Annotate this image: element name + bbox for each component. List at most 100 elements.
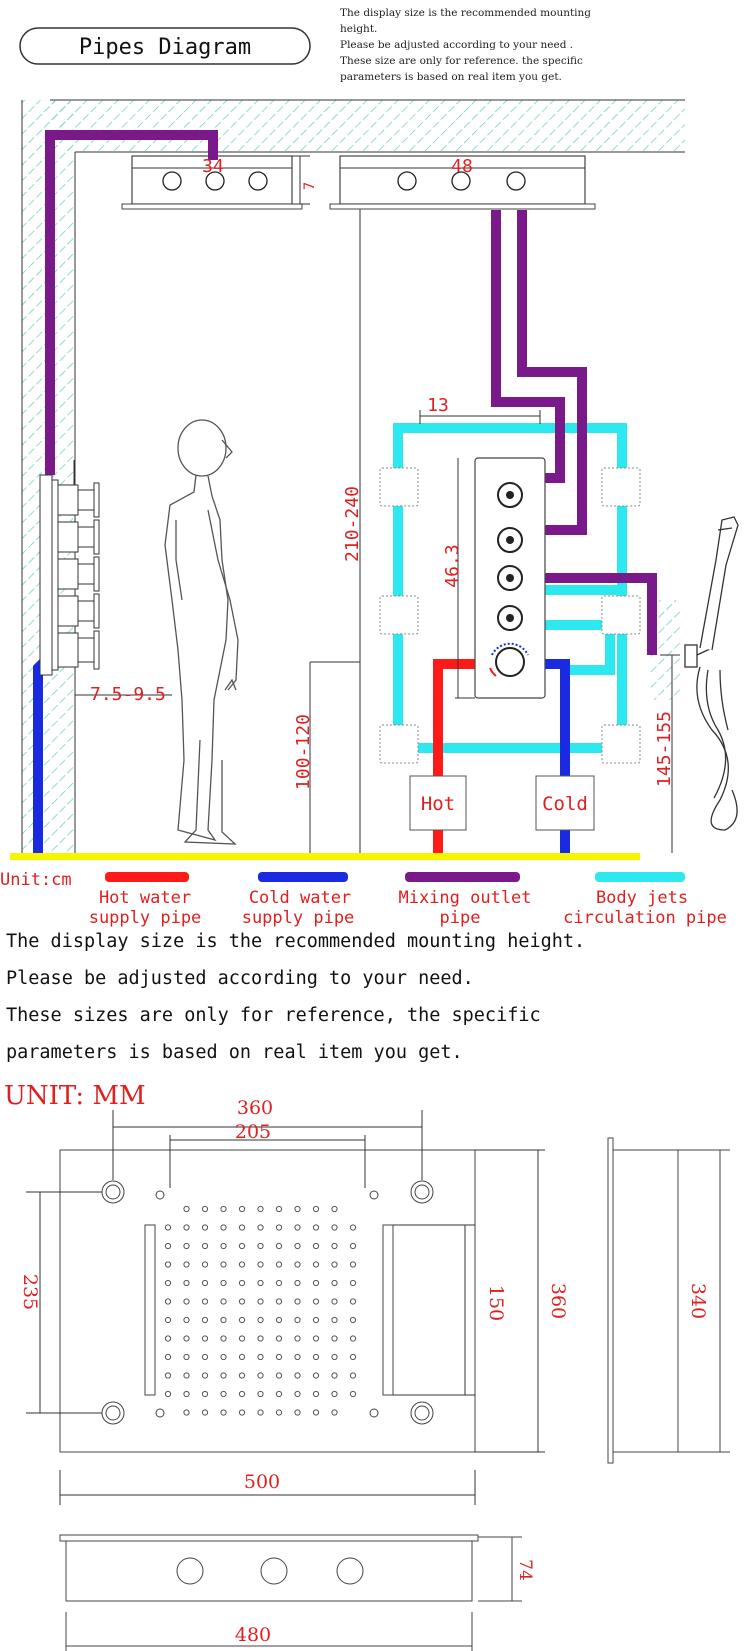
- floor-line: [10, 853, 640, 860]
- nozzle-dot: [349, 1335, 357, 1342]
- nozzle-dot: [238, 1242, 246, 1250]
- dim-mm-side-340: 340: [687, 1283, 709, 1319]
- dim-height-145-155: 145-155: [654, 711, 675, 787]
- nozzle-dot: [331, 1205, 338, 1213]
- nozzle-dot: [201, 1353, 209, 1361]
- nozzle-dot: [164, 1261, 172, 1268]
- nozzle-dot: [349, 1242, 357, 1250]
- nozzle-dot: [257, 1205, 264, 1213]
- nozzle-dot: [238, 1390, 246, 1398]
- nozzle-dot: [312, 1242, 320, 1250]
- dim-mm-lower-480: 480: [235, 1624, 271, 1646]
- nozzle-dot: [312, 1353, 320, 1361]
- dim-panel-small-height: 7: [302, 182, 318, 190]
- thermostat-knob-icon: [495, 647, 525, 677]
- human-figure-icon: [164, 419, 239, 845]
- legend-swatch-cold: [258, 872, 348, 882]
- nozzle-dot: [183, 1261, 190, 1268]
- nozzle-dot: [183, 1316, 190, 1324]
- nozzle-dot: [312, 1279, 320, 1287]
- nozzle-dot: [349, 1316, 357, 1324]
- body-jet-2: [379, 595, 419, 635]
- dim-height-100-120: 100-120: [293, 714, 314, 790]
- notice-line-1: The display size is the recommended moun…: [6, 931, 585, 952]
- nozzle-dot: [201, 1316, 209, 1324]
- nozzle-dot: [257, 1279, 264, 1287]
- nozzle-dot: [257, 1409, 264, 1416]
- legend-swatch-mixing: [405, 872, 520, 882]
- dim-mm-right-360: 360: [547, 1283, 569, 1319]
- nozzle-dot: [294, 1390, 301, 1398]
- legend-mixing-line-2: pipe: [440, 908, 481, 928]
- header-note-line-2: height.: [340, 23, 377, 35]
- body-jet-5: [601, 595, 641, 635]
- title-pill: [19, 27, 311, 65]
- unit-mm-label: UNIT: MM: [4, 1081, 146, 1111]
- nozzle-dot: [275, 1409, 283, 1416]
- nozzle-dot: [294, 1224, 301, 1231]
- nozzle-dot: [238, 1298, 246, 1305]
- nozzle-dot: [275, 1335, 283, 1342]
- header: Pipes Diagram The display size is the re…: [19, 7, 591, 83]
- nozzle-dot: [312, 1390, 320, 1398]
- nozzle-dot: [220, 1390, 227, 1398]
- nozzle-dot: [164, 1242, 172, 1250]
- body-jet-group: [379, 467, 641, 764]
- nozzle-dot: [220, 1353, 227, 1361]
- notice-line-2: Please be adjusted according to your nee…: [6, 968, 474, 989]
- nozzle-dot: [183, 1390, 190, 1398]
- nozzle-dot: [294, 1409, 301, 1416]
- nozzle-dot: [331, 1372, 338, 1379]
- header-note-line-3: Please be adjusted according to your nee…: [340, 39, 573, 51]
- nozzle-dot: [164, 1298, 172, 1305]
- nozzle-dot: [275, 1316, 283, 1324]
- nozzle-dot: [275, 1205, 283, 1213]
- legend-hot-line-2: supply pipe: [89, 908, 202, 928]
- nozzle-dot: [349, 1298, 357, 1305]
- nozzle-dot: [331, 1298, 338, 1305]
- shower-head-top-view: [59, 1149, 476, 1453]
- nozzle-dot: [312, 1316, 320, 1324]
- ceiling-hatch: [50, 100, 685, 152]
- nozzle-dot: [164, 1279, 172, 1287]
- nozzle-dot: [331, 1279, 338, 1287]
- nozzle-dot: [238, 1205, 246, 1213]
- shower-head-side-view: [607, 1137, 730, 1464]
- nozzle-dot: [183, 1279, 190, 1287]
- nozzle-dot: [238, 1372, 246, 1379]
- nozzle-dot: [257, 1372, 264, 1379]
- dimension-lines-mm: [26, 1110, 545, 1505]
- dim-mm-left-235: 235: [19, 1274, 41, 1310]
- nozzle-dot: [349, 1372, 357, 1379]
- cold-label: Cold: [542, 793, 588, 815]
- nozzle-dot: [312, 1261, 320, 1268]
- dim-height-46-3: 46.3: [442, 544, 463, 587]
- body-jet-1: [379, 467, 419, 507]
- nozzle-dot: [294, 1353, 301, 1361]
- nozzle-dot: [294, 1372, 301, 1379]
- nozzle-dot: [183, 1298, 190, 1305]
- nozzle-dot: [275, 1242, 283, 1250]
- nozzle-dot: [183, 1353, 190, 1361]
- nozzle-dot: [164, 1390, 172, 1398]
- nozzle-dot: [220, 1205, 227, 1213]
- nozzle-dot: [164, 1335, 172, 1342]
- nozzle-dot: [220, 1298, 227, 1305]
- dim-offset-13: 13: [427, 395, 449, 416]
- dimension-labels-mm: 360 205 235 150 360 340 500 74 480: [19, 1097, 709, 1646]
- nozzle-dot: [275, 1390, 283, 1398]
- nozzle-dot: [201, 1205, 209, 1213]
- nozzle-dot: [312, 1372, 320, 1379]
- dim-mm-top-360: 360: [237, 1097, 273, 1119]
- nozzle-dot: [238, 1335, 246, 1342]
- nozzle-dot: [257, 1316, 264, 1324]
- nozzle-dot: [220, 1224, 227, 1231]
- legend-cold-line-2: supply pipe: [242, 908, 355, 928]
- nozzle-dot: [257, 1390, 264, 1398]
- nozzle-dot: [220, 1261, 227, 1268]
- nozzle-dot: [201, 1261, 209, 1268]
- wall-valve-side-view: [39, 460, 100, 676]
- ceiling-panel-small: [121, 155, 303, 210]
- body-jet-3: [379, 724, 419, 764]
